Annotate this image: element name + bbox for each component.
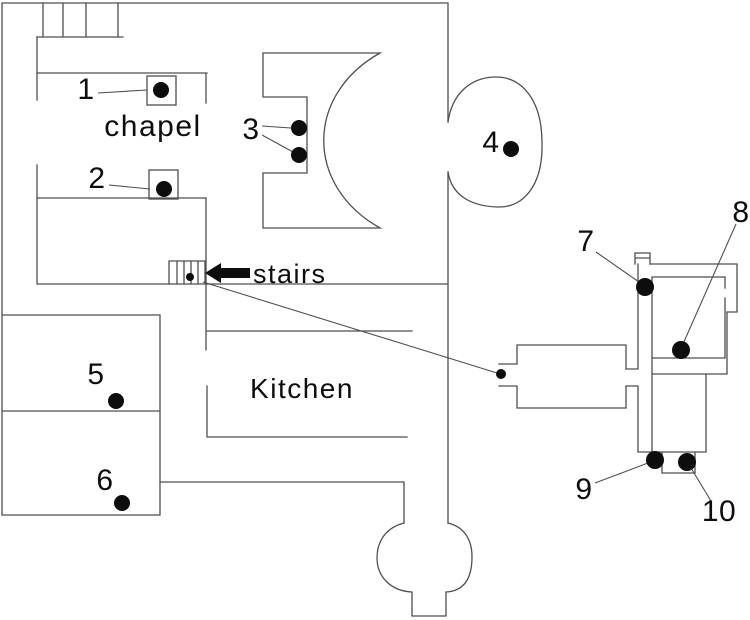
marker-4-dot <box>503 141 519 157</box>
marker-3-leader <box>261 134 294 153</box>
marker-1-dot <box>153 82 169 98</box>
marker-2-leader <box>108 184 151 190</box>
marker-1-leader <box>97 89 148 94</box>
marker-1-box <box>146 75 177 106</box>
marker-8-dot <box>672 341 690 359</box>
top-cells-walls <box>36 2 124 38</box>
room-label-kitchen: Kitchen <box>250 373 354 404</box>
apse-shape <box>262 52 383 229</box>
marker-2-dot <box>156 181 172 197</box>
marker-7-leader <box>595 251 640 283</box>
right-building-walls <box>625 263 738 474</box>
marker-10-label: 10 <box>702 495 736 528</box>
marker-6-label: 6 <box>96 464 113 497</box>
marker-5-dot <box>108 393 124 409</box>
passage-door-dot-leader <box>202 281 498 374</box>
marker-3-dot <box>291 120 307 136</box>
marker-9-leader <box>594 462 649 484</box>
marker-9-label: 9 <box>575 473 592 506</box>
marker-2-label: 2 <box>88 162 105 195</box>
marker-3-label: 3 <box>242 113 259 146</box>
chapel-walls <box>36 36 208 285</box>
kitchen-walls <box>205 197 413 438</box>
room-label-stairs: stairs <box>253 259 327 289</box>
marker-8-label: 8 <box>732 196 749 229</box>
flask-room-shape <box>376 522 473 617</box>
marker-10-leader <box>690 467 712 502</box>
stairs-tread-dot <box>186 273 194 281</box>
marker-1-label: 1 <box>77 73 94 106</box>
passage-door-dot <box>496 369 506 379</box>
marker-6-dot <box>114 495 130 511</box>
marker-7-label: 7 <box>577 225 594 258</box>
lower-corridor-walls <box>159 481 405 524</box>
rooms-5-6-walls <box>1 314 161 516</box>
marker-10-dot <box>678 453 696 471</box>
marker-9-dot <box>646 451 664 469</box>
marker-3-dot <box>291 147 307 163</box>
marker-7-dot <box>636 278 654 296</box>
stairs-box <box>168 260 206 285</box>
marker-5-label: 5 <box>87 358 104 391</box>
marker-4-label: 4 <box>482 126 499 159</box>
room-label-chapel: chapel <box>104 110 201 143</box>
left-arrow-icon <box>205 263 250 283</box>
marker-8-leader <box>682 223 737 345</box>
passage-walls <box>498 344 627 409</box>
main-building-outer-walls <box>1 2 449 524</box>
room-4-round-shape <box>447 76 543 208</box>
marker-3-leader <box>261 125 292 129</box>
right-building-stub <box>634 252 651 265</box>
marker-2-box <box>148 169 179 200</box>
